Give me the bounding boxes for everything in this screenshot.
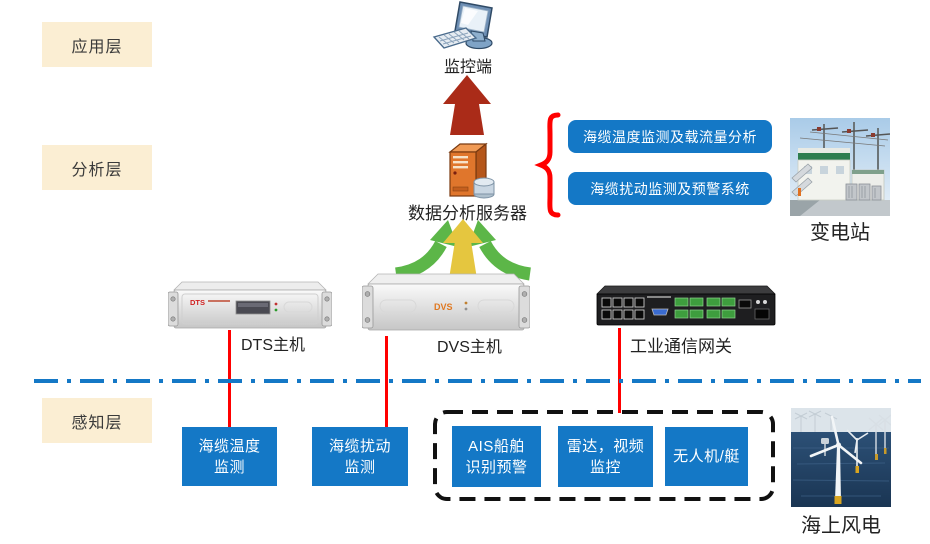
connector-gateway-to-sensors xyxy=(618,328,621,413)
sensor-box-drone: 无人机/艇 xyxy=(665,427,748,486)
system-box-temperature: 海缆温度监测及载流量分析 xyxy=(568,120,772,153)
offshore-wind-photo xyxy=(791,408,891,507)
external-threat-group-border xyxy=(433,410,775,501)
layer-label-analysis-text: 分析层 xyxy=(71,161,123,179)
dts-device: DTS xyxy=(168,281,332,329)
layer-label-analysis: 分析层 xyxy=(42,145,152,190)
sensor-box-cable-temperature: 海缆温度 监测 xyxy=(182,427,277,486)
connector-dvs-to-sensor xyxy=(385,336,388,427)
sensor-box-cable-disturbance: 海缆扰动 监测 xyxy=(312,427,408,486)
sensor-box-cable-disturbance-line1: 海缆扰动 xyxy=(328,437,391,455)
sensor-box-radar-video-line1: 雷达，视频 xyxy=(566,437,645,455)
system-box-temperature-text: 海缆温度监测及载流量分析 xyxy=(583,128,757,145)
dvs-device: DVS xyxy=(362,273,530,331)
system-box-disturbance-text: 海缆扰动监测及预警系统 xyxy=(590,180,750,197)
substation-caption: 变电站 xyxy=(810,222,870,244)
server-icon xyxy=(448,142,495,199)
sensor-box-radar-video-line2: 监控 xyxy=(589,458,621,476)
offshore-wind-caption: 海上风电 xyxy=(801,515,881,537)
sensor-box-drone-line1: 无人机/艇 xyxy=(673,448,740,465)
layer-label-perception-text: 感知层 xyxy=(71,414,123,432)
gateway-device xyxy=(596,285,776,326)
sensor-box-cable-temperature-line1: 海缆温度 xyxy=(198,437,261,455)
sensor-box-cable-disturbance-line2: 监测 xyxy=(344,458,376,476)
gateway-device-label: 工业通信网关 xyxy=(630,337,732,356)
layer-label-perception: 感知层 xyxy=(42,398,152,443)
dvs-panel-text: DVS xyxy=(434,302,453,312)
monitor-terminal-icon xyxy=(432,1,493,50)
layer-label-application-text: 应用层 xyxy=(71,38,123,56)
monitor-terminal-label: 监控端 xyxy=(443,59,492,76)
sensor-box-ais: AIS船舶 识别预警 xyxy=(452,426,541,487)
up-arrow-icon xyxy=(443,75,491,135)
sensor-box-ais-line2: 识别预警 xyxy=(465,458,528,476)
connector-dts-to-sensor xyxy=(228,330,231,427)
data-flow-arrows-icon xyxy=(394,219,532,281)
brace-left xyxy=(534,112,561,218)
dts-panel-text: DTS xyxy=(190,298,205,307)
substation-photo xyxy=(790,118,890,216)
system-box-disturbance: 海缆扰动监测及预警系统 xyxy=(568,172,772,205)
layer-label-application: 应用层 xyxy=(42,22,152,67)
sensor-box-ais-line1: AIS船舶 xyxy=(468,437,525,455)
dts-device-label: DTS主机 xyxy=(241,337,306,354)
sensor-box-radar-video: 雷达，视频 监控 xyxy=(558,426,653,487)
server-label: 数据分析服务器 xyxy=(408,204,527,223)
sensor-box-cable-temperature-line2: 监测 xyxy=(213,458,245,476)
dvs-device-label: DVS主机 xyxy=(437,339,502,356)
layer-divider-line xyxy=(34,379,921,383)
